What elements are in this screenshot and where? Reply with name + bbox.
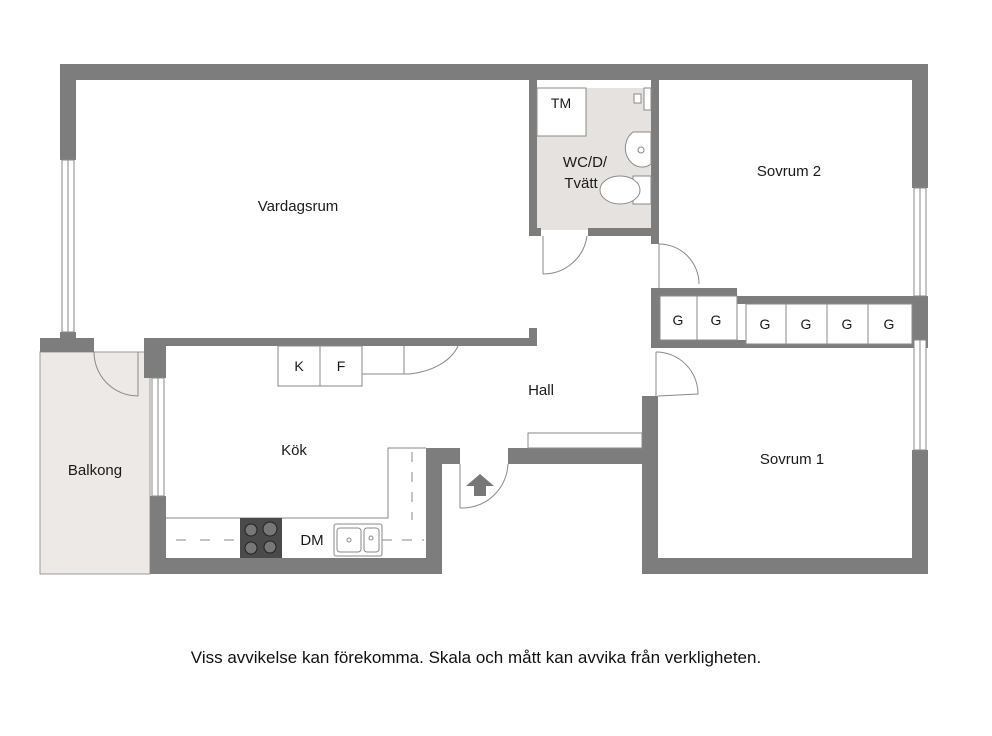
windows — [61, 159, 927, 497]
hall-shelf — [527, 432, 643, 449]
room-label-kok: Kök — [281, 442, 307, 459]
disclaimer-text: Viss avvikelse kan förekomma. Skala och … — [190, 648, 762, 667]
wardrobe-1 — [659, 295, 698, 341]
room-label-sovrum2: Sovrum 2 — [757, 163, 821, 180]
label-g-2: G — [711, 312, 722, 328]
wardrobe-5 — [826, 303, 869, 345]
label-g-6: G — [884, 316, 895, 332]
wardrobe-6 — [867, 303, 913, 345]
label-tm: TM — [551, 95, 571, 111]
label-g-3: G — [760, 316, 771, 332]
room-label-wc-line2: Tvätt — [564, 175, 598, 192]
room-label-vardagsrum: Vardagsrum — [258, 198, 339, 215]
toilet-icon — [599, 175, 652, 205]
label-f: F — [337, 358, 346, 374]
doors — [93, 235, 700, 509]
kitchen-fixtures — [166, 345, 459, 558]
wardrobes — [659, 295, 913, 345]
room-label-wc-line1: WC/D/ — [563, 154, 608, 171]
label-k: K — [294, 358, 304, 374]
wardrobe-2 — [696, 295, 738, 341]
label-dm: DM — [300, 532, 323, 549]
washing-machine — [536, 87, 587, 137]
room-label-sovrum1: Sovrum 1 — [760, 451, 824, 468]
wardrobe-4 — [785, 303, 828, 345]
balcony-floor — [39, 351, 151, 575]
kitchen-sink-icon — [333, 523, 383, 557]
label-g-5: G — [842, 316, 853, 332]
entrance-arrow-icon — [466, 474, 494, 496]
room-label-balkong: Balkong — [68, 462, 122, 479]
freezer — [319, 345, 363, 387]
label-g-1: G — [673, 312, 684, 328]
label-g-4: G — [801, 316, 812, 332]
room-label-hall: Hall — [528, 382, 554, 399]
bathroom-fixtures — [536, 87, 652, 205]
